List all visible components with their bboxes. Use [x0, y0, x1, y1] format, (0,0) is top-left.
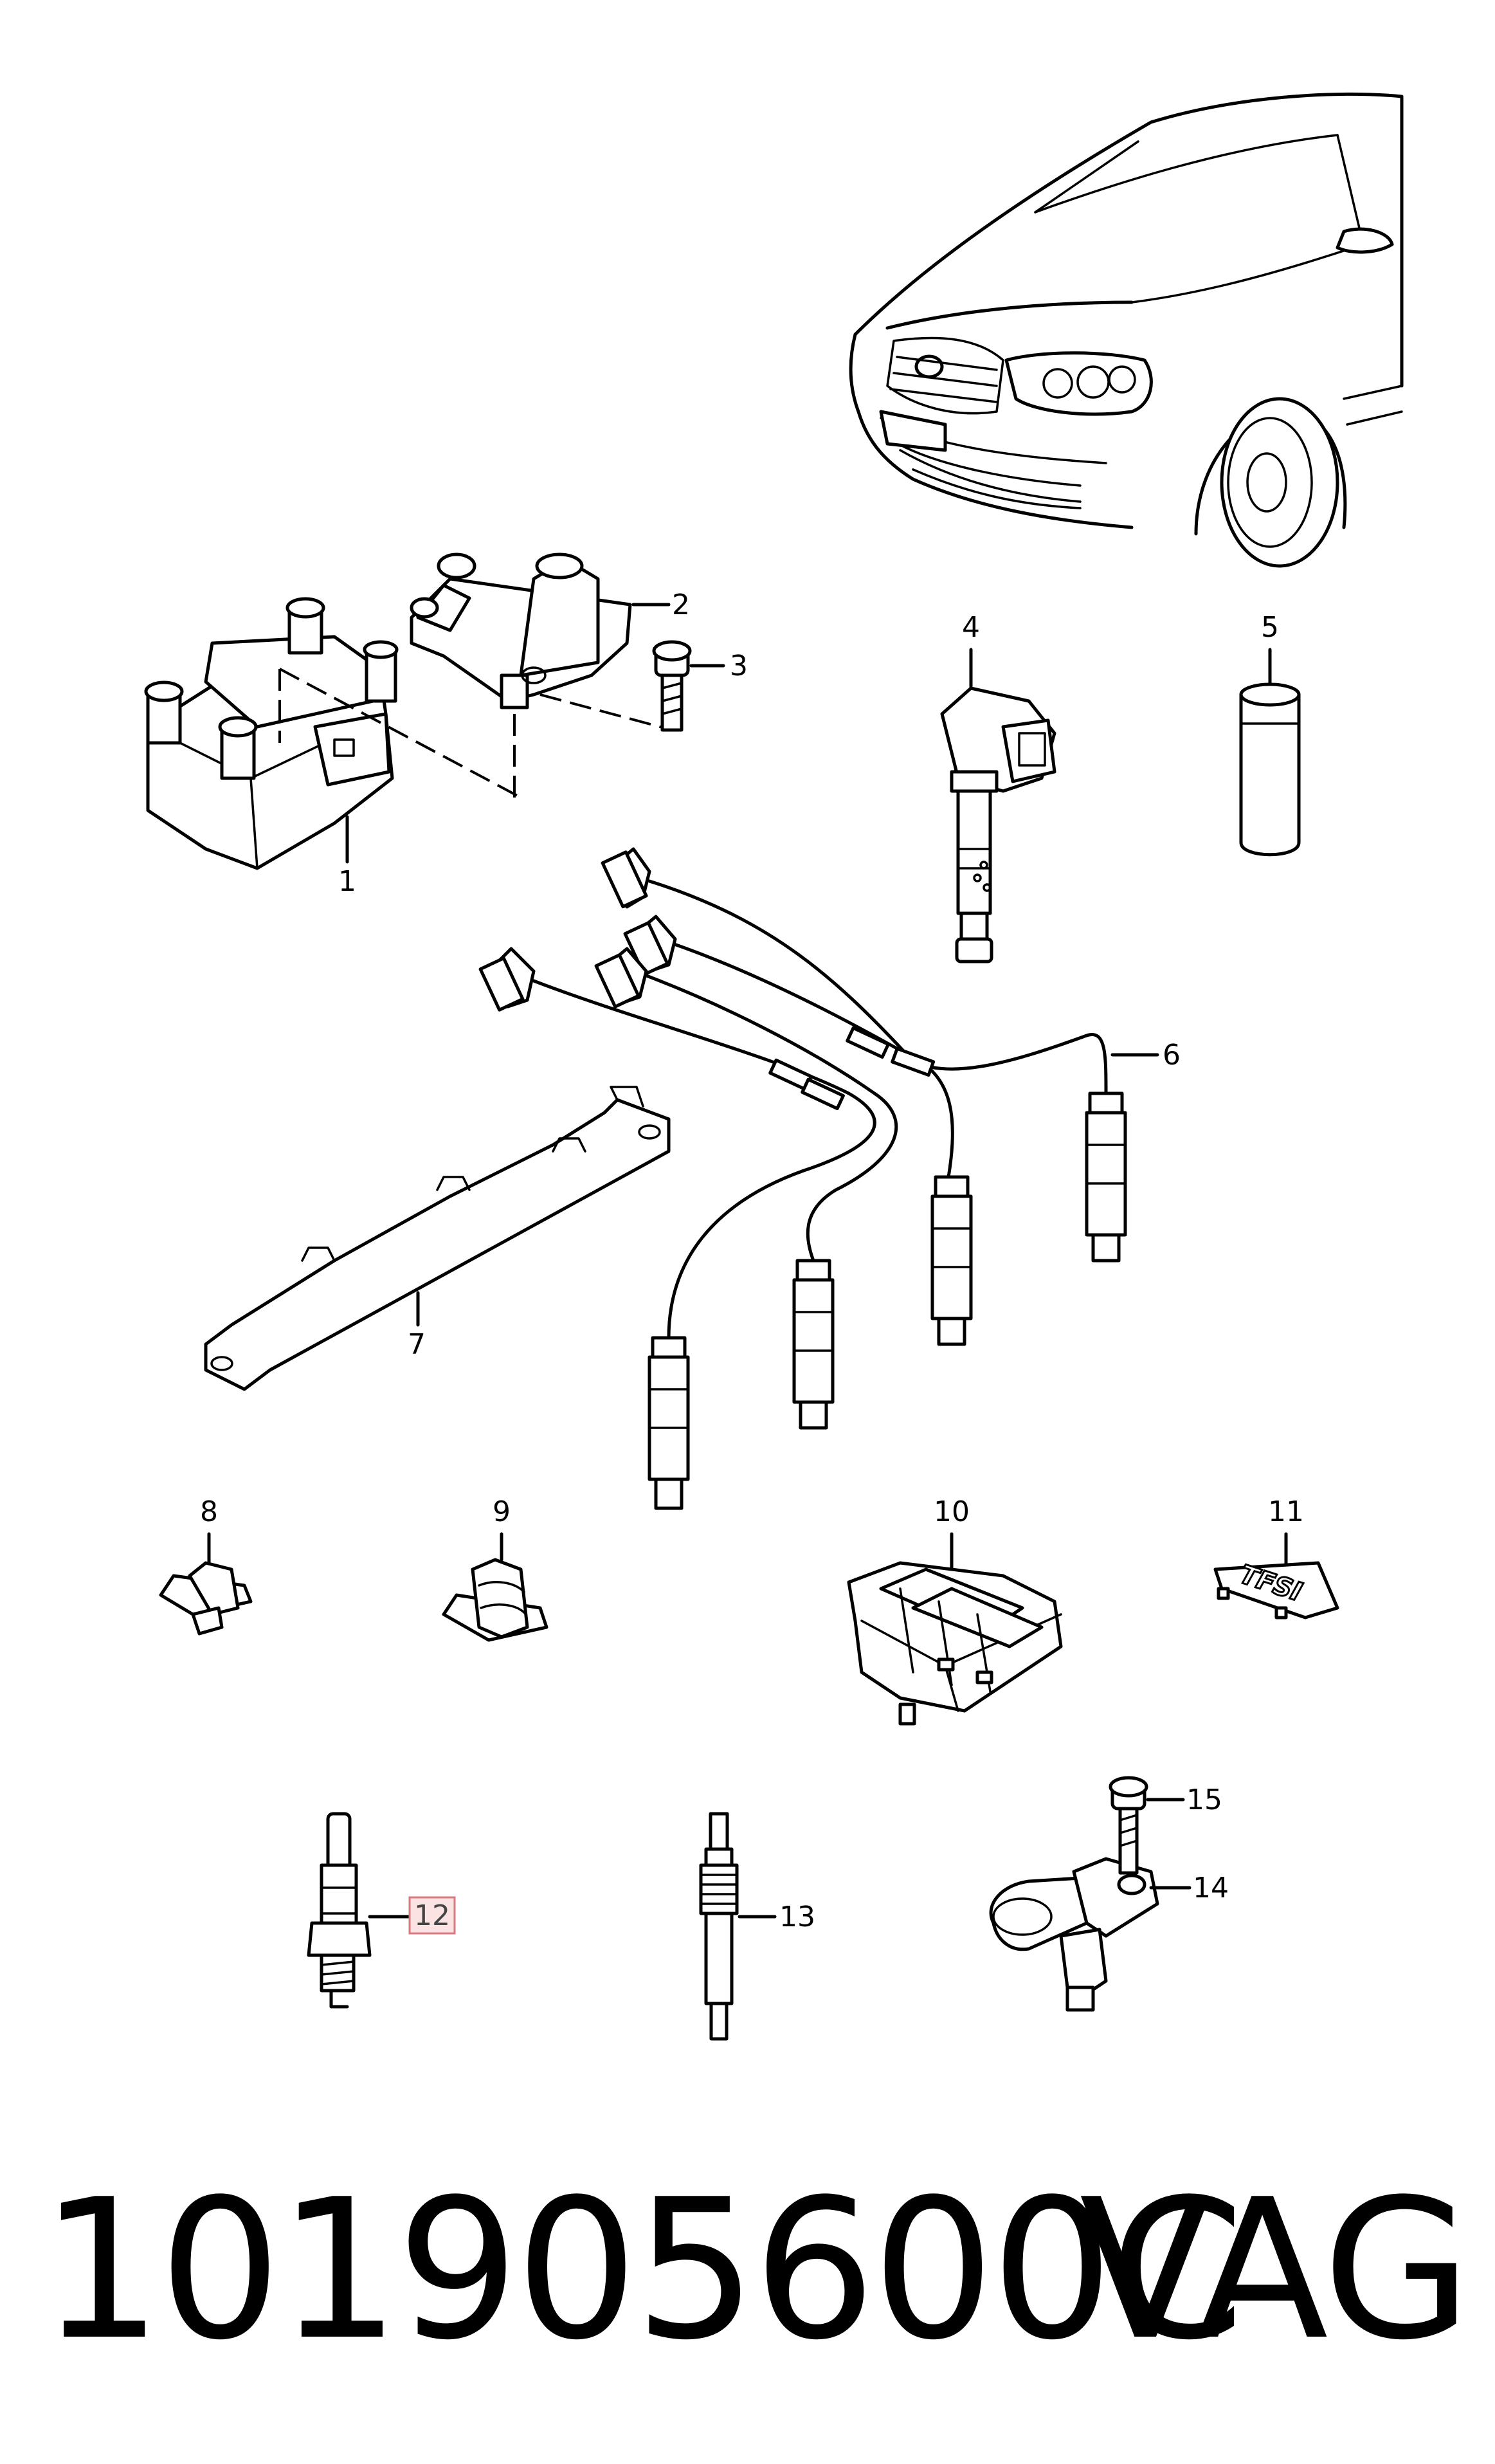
part-10-connector-housing: [847, 1532, 1063, 1726]
part-5-grease-tube: [1239, 648, 1301, 857]
part-3-bolt: [652, 640, 725, 732]
callout-7-number: 7: [408, 1328, 426, 1361]
part-6-ignition-leads: [478, 847, 1159, 1510]
callout-12-highlight-box: [408, 1896, 456, 1935]
callout-4-number: 4: [962, 611, 980, 644]
callout-13-number: 13: [779, 1901, 815, 1933]
part-14-sensor: [989, 1857, 1191, 2012]
part-7-cable-guide: [204, 1086, 671, 1391]
part-12-spark-plug: [307, 1812, 410, 2009]
callout-9-number: 9: [493, 1495, 511, 1528]
part-8-clip: [159, 1532, 253, 1636]
part-number-text: 101905600C: [40, 2158, 1244, 2382]
callout-14-number: 14: [1193, 1872, 1229, 1904]
part-9-double-clip: [442, 1532, 548, 1642]
callout-2-number: 2: [672, 589, 690, 621]
assembly-line: [539, 693, 673, 731]
callout-15-number: 15: [1186, 1784, 1222, 1816]
callout-8-number: 8: [200, 1495, 218, 1528]
callout-12-number: 12: [414, 1899, 450, 1932]
callout-6-number: 6: [1163, 1039, 1181, 1072]
part-2-bracket: [410, 552, 671, 709]
part-11-emblem: TFSI: [1213, 1532, 1339, 1620]
callout-1-number: 1: [338, 865, 356, 898]
brand-text: VAG: [1079, 2158, 1472, 2382]
part-4-coil-on-plug: [940, 648, 1056, 963]
car-illustration: [849, 92, 1404, 568]
callout-11-number: 11: [1268, 1495, 1304, 1528]
assembly-line: [279, 668, 521, 799]
callout-3-number: 3: [730, 650, 748, 682]
part-15-bolt: [1109, 1776, 1185, 1875]
part-1-ignition-coil: [144, 597, 399, 870]
callout-5-number: 5: [1261, 611, 1279, 644]
callout-10-number: 10: [934, 1495, 970, 1528]
part-13-glow-plug: [699, 1812, 777, 2041]
